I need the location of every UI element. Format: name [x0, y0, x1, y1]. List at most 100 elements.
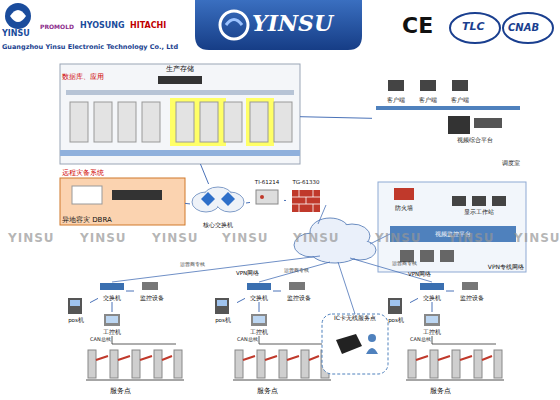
node-text: TG-61330 [292, 179, 319, 185]
bus-label: CAN总线 [410, 337, 431, 343]
display-workstation: 显示工作站 [440, 194, 518, 216]
service-point: 服务点pos机交换机监控设备工控机 [378, 276, 503, 396]
bus-label: CAN总线 [90, 337, 111, 343]
monitoring-device: 监控设备 [134, 280, 170, 302]
card-reader [336, 334, 362, 354]
cert-oval [503, 13, 553, 43]
node-text: 工控机 [250, 329, 268, 335]
switch-cloud [192, 187, 244, 212]
node-text: 客户端 [387, 97, 405, 103]
recovery-frame [60, 178, 185, 225]
logo-swirl [220, 11, 248, 39]
connector [126, 291, 134, 292]
node-text: 调度室 [502, 160, 520, 167]
connector [246, 202, 250, 204]
switch: 交换机 [245, 280, 273, 302]
brand-name: HITACHI [130, 22, 166, 31]
core-switch: 核心交换机 [190, 184, 246, 230]
pos-terminal: pos机 [382, 296, 410, 324]
service-illustration [68, 282, 184, 380]
node-text: TI-61214 [255, 179, 279, 185]
connector [185, 203, 190, 205]
node-text: 服务点 [110, 387, 131, 395]
server-rack [70, 102, 292, 142]
connector [112, 302, 113, 312]
logo-swirl [226, 20, 242, 26]
node-text: 交换机 [250, 295, 268, 301]
node-text: pos机 [215, 317, 231, 323]
node-text: 生产存储 [166, 65, 194, 73]
cert-oval [450, 13, 500, 43]
ic-frame [322, 314, 388, 374]
person-icon [368, 334, 376, 342]
pos-terminal: pos机 [62, 296, 90, 324]
certification-mark: TLC [462, 21, 485, 33]
header-band [195, 0, 362, 50]
data-center-frame [60, 64, 300, 164]
video-rack [448, 116, 470, 134]
node-text: VPN专线网络 [488, 264, 524, 271]
network-label: VPN网络 [236, 270, 259, 276]
device-box: TI-61214 [250, 178, 284, 222]
watermark: YINSU [80, 232, 127, 245]
network-label: VPN网络 [408, 271, 431, 277]
client-terminal: 客户端 [445, 76, 475, 104]
node-text: 客户端 [451, 97, 469, 103]
video-rack [474, 118, 502, 128]
video-platform: 视频综合平台 [440, 114, 510, 144]
disaster-recovery-box: 远程灾备系统异地容灾 DBRA [60, 168, 185, 225]
company-name: Guangzhou Yinsu Electronic Technology Co… [2, 44, 178, 51]
device-icon [256, 190, 278, 204]
client-terminal: 客户端 [413, 76, 443, 104]
watermark: YINSU [8, 232, 55, 245]
highlight [246, 98, 274, 146]
recovery-device [72, 186, 102, 204]
link-label: 运营商专线 [180, 262, 205, 268]
industrial-pc: 工控机 [98, 312, 126, 336]
person-icon [366, 348, 378, 354]
service-illustration [388, 282, 504, 380]
link-label: 运营商专线 [392, 261, 417, 267]
network-bus [60, 150, 300, 156]
node-text: 显示工作站 [464, 209, 494, 215]
storage-unit [158, 76, 202, 84]
watermark: YINSU [448, 232, 495, 245]
network-cloud [294, 218, 376, 263]
node-text: 监控设备 [287, 295, 311, 301]
switch: 交换机 [418, 280, 446, 302]
node-text: 核心交换机 [203, 222, 233, 229]
node-text: pos机 [68, 317, 84, 323]
client-terminal: 客户端 [381, 76, 411, 104]
link-label: 运营商专线 [284, 268, 309, 274]
node-text: 工控机 [423, 329, 441, 335]
node-text: pos机 [388, 317, 404, 323]
firewall: 防火墙 [386, 186, 422, 212]
brand-name: HYOSUNG [80, 22, 125, 31]
node-text: 数据库、应用 [62, 73, 104, 81]
certification-mark: CE [402, 14, 433, 38]
watermark: YINSU [375, 232, 422, 245]
logo-text: YINSU [252, 11, 333, 35]
connector [432, 302, 433, 312]
client-monitors [388, 80, 468, 91]
dispatch-room-panel: 调度室客户端客户端客户端视频综合平台 [372, 72, 522, 168]
logo-emblem [10, 10, 26, 22]
bus-label: CAN总线 [237, 337, 258, 343]
recovery-device [112, 190, 162, 200]
connector [237, 298, 245, 302]
connector [284, 200, 286, 201]
connector [273, 291, 281, 292]
firewall-icon [394, 188, 414, 200]
service-point: 服务点pos机交换机监控设备工控机 [58, 276, 183, 396]
monitoring-device: 监控设备 [454, 280, 490, 302]
industrial-pc: 工控机 [245, 312, 273, 336]
node-text: 监控设备 [460, 295, 484, 301]
service-point: 服务点pos机交换机监控设备工控机 [205, 276, 330, 396]
node-text: 远程灾备系统 [62, 169, 104, 177]
device-led [260, 195, 264, 199]
node-text: 异地容灾 DBRA [62, 216, 112, 224]
watermark: YINSU [152, 232, 199, 245]
logo-emblem [5, 3, 31, 29]
node-text: 视频综合平台 [457, 137, 493, 143]
vpn-frame [378, 182, 526, 272]
